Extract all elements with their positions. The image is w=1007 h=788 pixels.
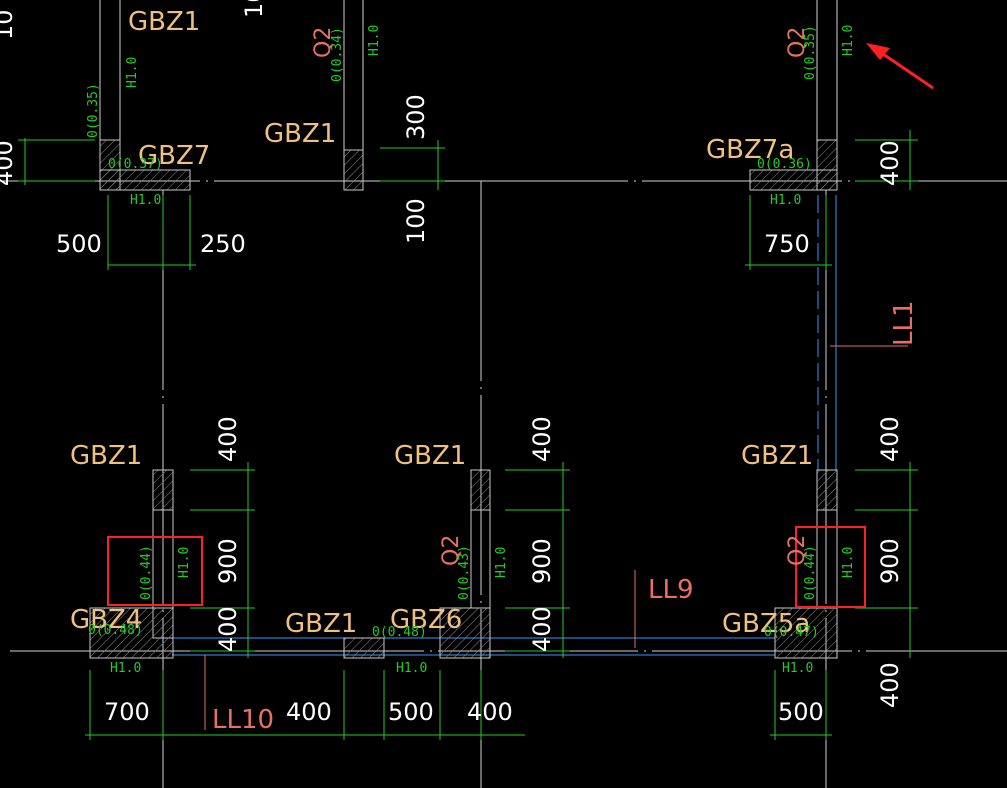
dimension-text: 300 (402, 94, 430, 140)
dimension-lines (18, 130, 918, 740)
column-tag: Q2 (439, 535, 464, 566)
dimension-text: 400 (214, 606, 242, 652)
dimension-text: 900 (876, 538, 904, 584)
wall-label: GBZ5a (722, 609, 810, 639)
red-arrow-icon (866, 43, 934, 90)
highlight-box-left (107, 536, 203, 606)
dimension-text: 400 (0, 140, 18, 186)
wall-label: GBZ4 (70, 605, 142, 635)
dimension-text: 750 (764, 230, 810, 258)
annotation: 0(0.34) (330, 27, 345, 82)
wall-label: GBZ1 (741, 441, 813, 471)
annotation: H1.0 (841, 25, 856, 56)
wall-label: GBZ1 (394, 441, 466, 471)
wall-label: GBZ1 (285, 609, 357, 639)
wall-label: GBZ6 (390, 605, 462, 635)
dimension-text: 400 (876, 140, 904, 186)
annotation: 0(0.37) (108, 157, 163, 172)
dimension-text: 10 (0, 9, 18, 40)
dimension-text: 250 (200, 230, 246, 258)
annotation: H1.0 (130, 193, 161, 208)
annotation: H1.0 (110, 661, 141, 676)
annotation: H1.0 (770, 193, 801, 208)
annotation: H1.0 (494, 547, 509, 578)
annotation: 0(0.36) (757, 157, 812, 172)
annotation: 0(0.35) (86, 83, 101, 138)
dimension-text: 100 (402, 198, 430, 244)
wall-label: GBZ1 (264, 119, 336, 149)
dimension-text: 500 (388, 698, 434, 726)
axis-lines (0, 180, 1007, 788)
annotation: 0(0.47) (764, 625, 819, 640)
column-tag: Q2 (785, 535, 810, 566)
column-tag: Q2 (311, 27, 336, 58)
highlight-boxes (107, 526, 866, 608)
highlight-box-right (795, 526, 866, 608)
annotation: H1.0 (177, 547, 192, 578)
dimension-text: 400 (214, 416, 242, 462)
top-wall-lines (99, 0, 838, 150)
column-tag: Q2 (785, 27, 810, 58)
annotation: 0(0.48) (372, 625, 427, 640)
wall-label: GBZ7a (706, 135, 794, 165)
wall-label: GBZ7 (138, 141, 210, 171)
annotation: 0(0.35) (803, 25, 818, 80)
wall-label: GBZ1 (128, 7, 200, 37)
beam-label: LL9 (648, 575, 694, 605)
dimension-text: 500 (56, 230, 102, 258)
dimension-text: 900 (528, 538, 556, 584)
dimension-text: 400 (876, 662, 904, 708)
wall-label: GBZ1 (70, 441, 142, 471)
dimension-text: 700 (104, 698, 150, 726)
annotation: 0(0.44) (803, 545, 818, 600)
wall-blocks (89, 139, 838, 659)
dimension-text: 10 (240, 0, 268, 18)
annotation: H1.0 (782, 661, 813, 676)
annotation: 0(0.44) (139, 545, 154, 600)
dimension-text: 400 (876, 416, 904, 462)
beam-label: LL10 (212, 705, 274, 735)
annotation: 0(0.48) (88, 623, 143, 638)
annotation: H1.0 (367, 25, 382, 56)
annotation: H1.0 (125, 57, 140, 88)
beam-leaders (204, 345, 908, 730)
annotation: 0(0.43) (457, 545, 472, 600)
dimension-text: 900 (214, 538, 242, 584)
annotation: H1.0 (841, 547, 856, 578)
beam-label: LL1 (889, 300, 919, 346)
dimension-text: 400 (286, 698, 332, 726)
dimension-text: 400 (528, 416, 556, 462)
dimension-text: 500 (778, 698, 824, 726)
beam-lines (172, 195, 837, 656)
dimension-text: 400 (467, 698, 513, 726)
annotation: H1.0 (396, 661, 427, 676)
dimension-text: 400 (528, 606, 556, 652)
